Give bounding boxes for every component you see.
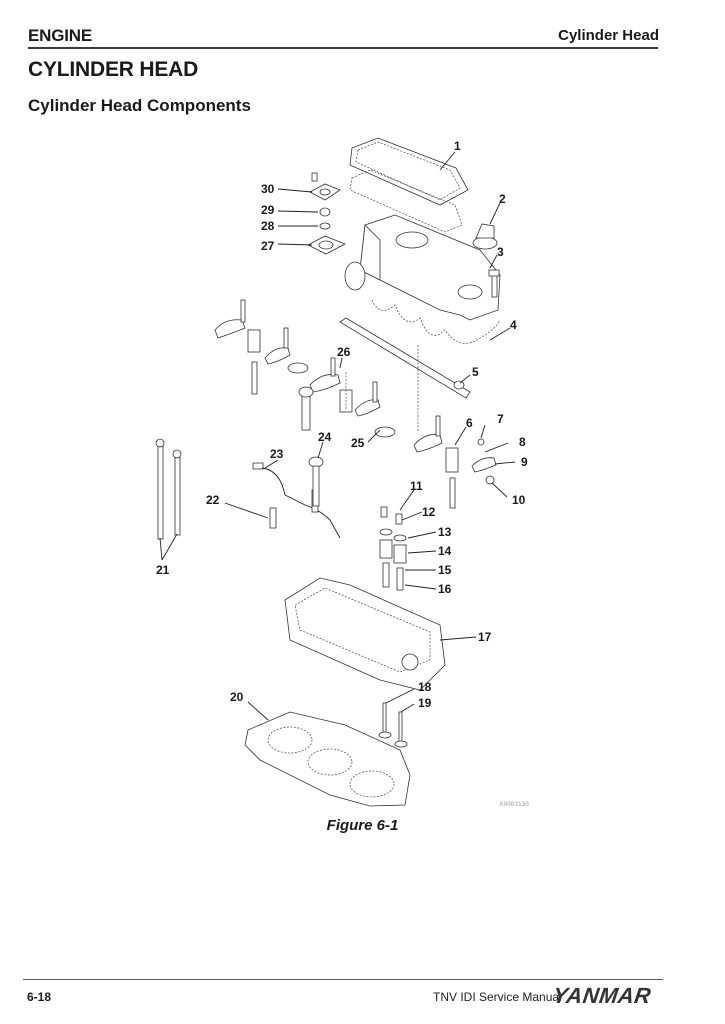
- callout-19: 19: [418, 696, 432, 710]
- leader-lines: [159, 151, 516, 721]
- exploded-diagram: 1 2 3 4 5 6 7 8 9 10 11 12 13 14 15 16 1…: [140, 130, 540, 820]
- callout-2: 2: [499, 192, 506, 206]
- callout-21: 21: [156, 563, 170, 577]
- callout-8: 8: [519, 435, 526, 449]
- callout-23: 23: [270, 447, 284, 461]
- callout-28: 28: [261, 219, 275, 233]
- rocker-cover-plate: [349, 137, 469, 206]
- callout-11: 11: [410, 479, 423, 493]
- valves: [378, 702, 408, 748]
- callout-9: 9: [521, 455, 528, 469]
- callout-29: 29: [261, 203, 275, 217]
- section-subtitle: Cylinder Head Components: [28, 96, 251, 115]
- callout-20: 20: [230, 690, 244, 704]
- callout-26: 26: [337, 345, 351, 359]
- callout-24: 24: [318, 430, 332, 444]
- figure-caption: Figure 6-1: [326, 817, 399, 834]
- callout-1: 1: [454, 139, 461, 153]
- injector: [308, 456, 324, 507]
- callout-6: 6: [466, 416, 473, 430]
- callout-3: 3: [497, 245, 504, 259]
- valve-components: [379, 506, 407, 591]
- cover-bolt: [488, 269, 500, 298]
- callout-22: 22: [206, 493, 220, 507]
- manual-title: TNV IDI Service Manual: [433, 990, 562, 1004]
- breather-assembly: [307, 172, 346, 255]
- rocker-cover: [344, 214, 501, 344]
- callout-16: 16: [438, 582, 452, 596]
- callout-4: 4: [510, 318, 517, 332]
- callout-7: 7: [497, 412, 504, 426]
- glow-plug-wiring: [252, 462, 341, 539]
- callout-14: 14: [438, 544, 452, 558]
- callout-15: 15: [438, 563, 452, 577]
- header-section: ENGINE: [28, 26, 92, 45]
- rocker-arms: [214, 299, 497, 509]
- drawing-code: K0003130: [500, 801, 529, 808]
- callout-12: 12: [422, 505, 436, 519]
- callout-30: 30: [261, 182, 275, 196]
- callout-5: 5: [472, 365, 479, 379]
- header-rule: [28, 47, 658, 49]
- page-number: 6-18: [27, 990, 52, 1004]
- head-gasket: [244, 711, 411, 807]
- callout-25: 25: [351, 436, 365, 450]
- push-rods: [155, 438, 182, 540]
- callout-10: 10: [512, 493, 526, 507]
- callout-13: 13: [438, 525, 452, 539]
- rocker-shaft: [339, 317, 471, 399]
- callout-27: 27: [261, 239, 275, 253]
- callout-17: 17: [478, 630, 492, 644]
- page-title: CYLINDER HEAD: [28, 58, 199, 81]
- footer-rule: [23, 979, 663, 980]
- header-topic: Cylinder Head: [558, 27, 659, 44]
- cylinder-head: [284, 577, 446, 691]
- oil-filler-cap: [472, 223, 498, 250]
- callout-18: 18: [418, 680, 432, 694]
- yanmar-logo: YANMAR: [551, 983, 653, 1008]
